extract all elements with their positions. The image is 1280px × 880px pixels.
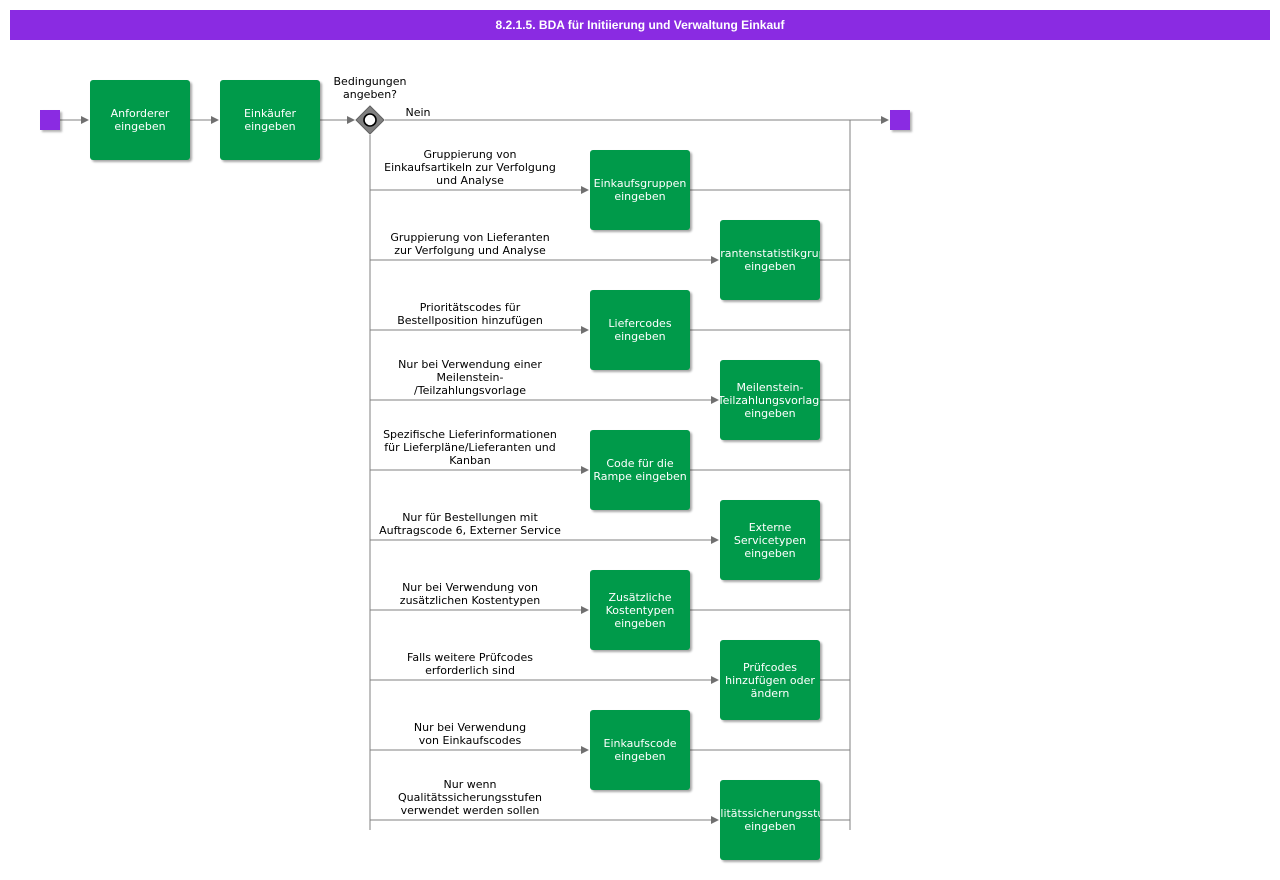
diagram-title: 8.2.1.5. BDA für Initiierung und Verwalt…: [10, 10, 1270, 40]
exclusive-gateway[interactable]: [355, 105, 385, 135]
task-einkaufscode[interactable]: Einkaufscode eingeben: [590, 710, 690, 790]
branch-condition-label: Nur bei Verwendung von Einkaufscodes: [413, 721, 527, 747]
branch-condition-label: Prioritätscodes für Bestellposition hinz…: [397, 301, 543, 327]
start-event[interactable]: [40, 110, 60, 130]
branch-condition-label: Gruppierung von Einkaufsartikeln zur Ver…: [384, 148, 556, 187]
task-meilenstein-teilzahlungsvorlage[interactable]: Meilenstein- /Teilzahlungsvorlage eingeb…: [720, 360, 820, 440]
task-einkaufsgruppen[interactable]: Einkaufsgruppen eingeben: [590, 150, 690, 230]
branch-condition-label: Spezifische Lieferinformationen für Lief…: [383, 428, 557, 467]
task-pruefcodes[interactable]: Prüfcodes hinzufügen oder ändern: [720, 640, 820, 720]
task-code-rampe[interactable]: Code für die Rampe eingeben: [590, 430, 690, 510]
task-anforderer-eingeben[interactable]: Anforderer eingeben: [90, 80, 190, 160]
task-lieferantenstatistikgruppen[interactable]: Lieferantenstatistikgruppen eingeben: [720, 220, 820, 300]
gateway-question-label: Bedingungen angeben?: [333, 75, 407, 101]
branch-condition-label: Nur für Bestellungen mit Auftragscode 6,…: [379, 511, 561, 537]
task-liefercodes[interactable]: Liefercodes eingeben: [590, 290, 690, 370]
task-qualitaetssicherungsstufen[interactable]: Qualitätssicherungsstufen eingeben: [720, 780, 820, 860]
no-branch-label: Nein: [405, 106, 431, 119]
branch-condition-label: Nur bei Verwendung von zusätzlichen Kost…: [399, 581, 541, 607]
branch-condition-label: Nur bei Verwendung einer Meilenstein- /T…: [398, 358, 542, 397]
task-externe-servicetypen[interactable]: Externe Servicetypen eingeben: [720, 500, 820, 580]
task-einkaeufer-eingeben[interactable]: Einkäufer eingeben: [220, 80, 320, 160]
end-event[interactable]: [890, 110, 910, 130]
branch-condition-label: Nur wenn Qualitätssicherungsstufen verwe…: [398, 778, 542, 817]
task-zusaetzliche-kostentypen[interactable]: Zusätzliche Kostentypen eingeben: [590, 570, 690, 650]
branch-condition-label: Falls weitere Prüfcodes erforderlich sin…: [407, 651, 533, 677]
branch-condition-label: Gruppierung von Lieferanten zur Verfolgu…: [390, 231, 550, 257]
